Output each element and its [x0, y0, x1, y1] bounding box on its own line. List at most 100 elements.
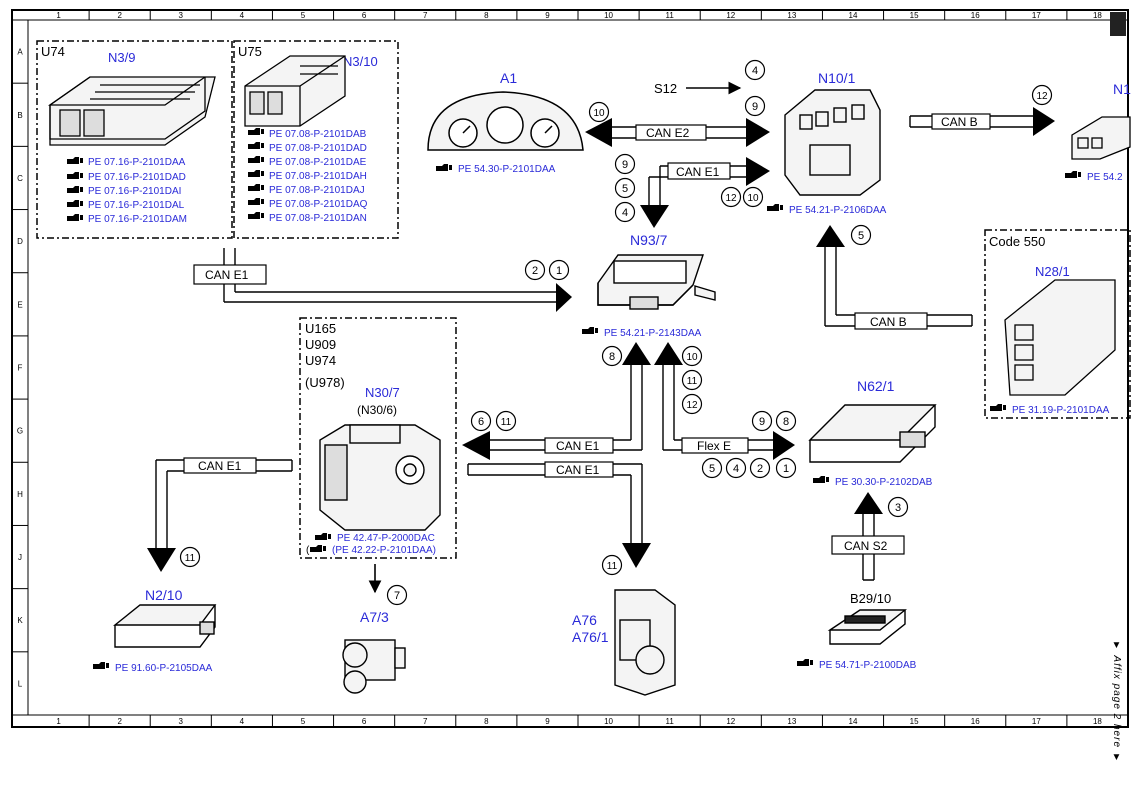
- u75-ref: PE 07.08-P-2101DAB: [269, 129, 367, 140]
- column-index: 15: [910, 717, 919, 726]
- marker-circle: 11: [495, 410, 517, 432]
- n2-10-label: N2/10: [145, 587, 183, 603]
- can-e1-mid2-label: CAN E1: [556, 463, 600, 477]
- column-index: 4: [240, 11, 245, 20]
- n28-1-ref: PE 31.19-P-2101DAA: [1012, 405, 1110, 416]
- u75-ref: PE 07.08-P-2101DAE: [269, 157, 367, 168]
- u75-ref: PE 07.08-P-2101DAQ: [269, 199, 368, 210]
- svg-text:9: 9: [752, 101, 758, 113]
- column-index: 3: [179, 717, 184, 726]
- affix-note: ▼ Affix page 2 here ▼: [1111, 640, 1122, 764]
- can-e1-left-label: CAN E1: [205, 268, 249, 282]
- a76-label: A76: [572, 612, 597, 628]
- column-index: 8: [484, 11, 489, 20]
- n3-9-label: N3/9: [108, 50, 135, 65]
- svg-text:4: 4: [752, 65, 758, 77]
- marker-circle: 5: [850, 224, 872, 246]
- svg-text:11: 11: [687, 376, 698, 387]
- marker-circle: 6: [470, 410, 492, 432]
- svg-text:5: 5: [709, 463, 715, 475]
- n62-1-ref: PE 30.30-P-2102DAB: [835, 477, 933, 488]
- n30-7-module: [319, 424, 441, 531]
- svg-text:5: 5: [858, 230, 864, 242]
- marker-circle: 12: [1031, 84, 1053, 106]
- u74-ref-list: PE 07.16-P-2101DAA PE 07.16-P-2101DAD PE…: [67, 157, 187, 225]
- n93-7-label: N93/7: [630, 232, 668, 248]
- n3-10-label: N3/10: [343, 54, 378, 69]
- column-index: 5: [301, 717, 306, 726]
- marker-circle: 9: [751, 410, 773, 432]
- marker-circle: 11: [179, 546, 201, 568]
- flex-e-label: Flex E: [697, 439, 731, 453]
- u74-ref: PE 07.16-P-2101DAL: [88, 200, 185, 211]
- n2-10-module: [113, 604, 217, 648]
- svg-text:1: 1: [556, 265, 562, 277]
- u75-ref-list: PE 07.08-P-2101DAB PE 07.08-P-2101DAD PE…: [248, 128, 368, 224]
- column-index: 16: [971, 11, 980, 20]
- b29-10-ref: PE 54.71-P-2100DAB: [819, 660, 917, 671]
- n3-9-module: [47, 76, 216, 146]
- corner-note-icon: [1110, 12, 1126, 36]
- column-index: 17: [1032, 717, 1041, 726]
- group-box-u165: [299, 317, 457, 559]
- svg-text:2: 2: [532, 265, 538, 277]
- row-index: B: [17, 111, 22, 120]
- marker-circle: 2: [749, 457, 771, 479]
- u74-ref: PE 07.16-P-2101DAM: [88, 214, 187, 225]
- svg-text:8: 8: [783, 416, 789, 428]
- can-e1-mid-label: CAN E1: [556, 439, 600, 453]
- marker-circle: 12: [720, 186, 742, 208]
- n62-1-module: [808, 404, 937, 463]
- column-index: 18: [1093, 11, 1102, 20]
- row-index: L: [18, 679, 23, 688]
- column-index: 13: [787, 11, 796, 20]
- svg-text:11: 11: [501, 417, 512, 428]
- can-s2-label: CAN S2: [844, 539, 888, 553]
- marker-circle: 2: [524, 259, 546, 281]
- marker-circle: 11: [681, 369, 703, 391]
- code550-code: Code 550: [989, 234, 1045, 249]
- can-b-top-label: CAN B: [941, 115, 978, 129]
- svg-text:3: 3: [895, 502, 901, 514]
- s12-label: S12: [654, 81, 677, 96]
- column-index: 12: [726, 717, 735, 726]
- svg-text:4: 4: [733, 463, 739, 475]
- marker-circle: 9: [614, 153, 636, 175]
- n30-6-label: (N30/6): [357, 403, 397, 417]
- u75-ref: PE 07.08-P-2101DAN: [269, 213, 367, 224]
- column-index: 17: [1032, 11, 1041, 20]
- u909-code: U909: [305, 337, 336, 352]
- row-index: C: [17, 174, 23, 183]
- group-box-code550: [984, 229, 1131, 419]
- column-index: 14: [849, 717, 858, 726]
- a1-ref: PE 54.30-P-2101DAA: [458, 164, 556, 175]
- n10-1-module: [784, 89, 881, 196]
- row-index: J: [18, 553, 22, 562]
- column-index: 6: [362, 717, 367, 726]
- a76-module: [614, 589, 676, 696]
- can-e1-n2-label: CAN E1: [198, 459, 242, 473]
- row-index: F: [18, 364, 23, 373]
- svg-text:4: 4: [622, 207, 628, 219]
- column-index: 7: [423, 717, 428, 726]
- marker-circle: 9: [744, 95, 766, 117]
- can-b-right-label: CAN B: [870, 315, 907, 329]
- column-index: 9: [545, 717, 550, 726]
- marker-circle: 8: [601, 345, 623, 367]
- u75-ref: PE 07.08-P-2101DAD: [269, 143, 367, 154]
- column-index: 10: [604, 11, 613, 20]
- column-index: 14: [849, 11, 858, 20]
- row-index: E: [17, 300, 22, 309]
- a1-instrument-cluster: [427, 91, 584, 151]
- column-index: 12: [726, 11, 735, 20]
- n30-7-label: N30/7: [365, 385, 400, 400]
- column-index: 15: [910, 11, 919, 20]
- n1x-ref: PE 54.2: [1087, 172, 1123, 183]
- n30-7-ref2: (PE 42.22-P-2101DAA): [332, 545, 436, 556]
- marker-circle: 1: [775, 457, 797, 479]
- u165-code: U165: [305, 321, 336, 336]
- column-index: 3: [179, 11, 184, 20]
- n62-1-label: N62/1: [857, 378, 895, 394]
- column-index: 16: [971, 717, 980, 726]
